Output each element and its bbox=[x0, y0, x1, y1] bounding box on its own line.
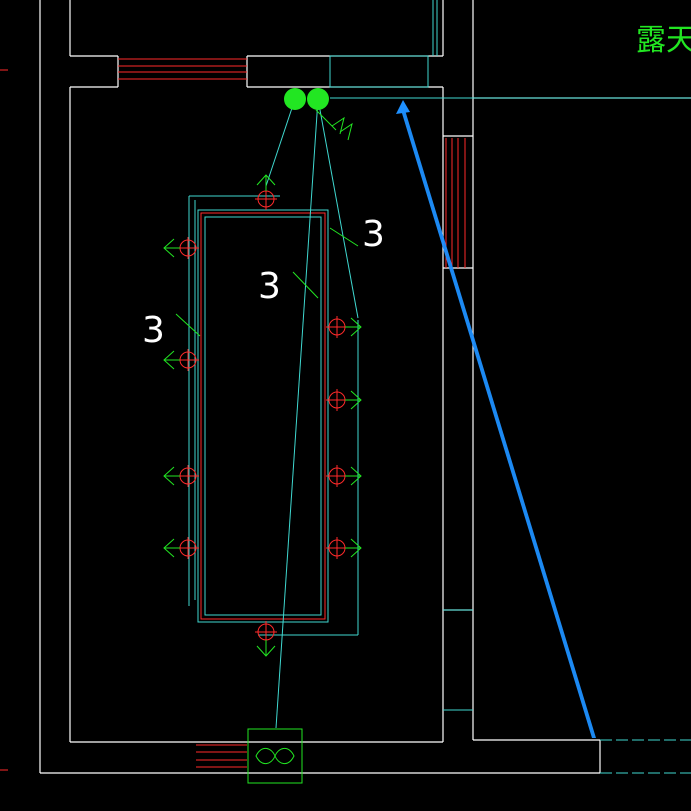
downlight-icon bbox=[325, 388, 362, 412]
downlight-icon bbox=[163, 236, 200, 260]
downlight-icon bbox=[163, 464, 200, 488]
circuit-mark: 3 bbox=[362, 214, 385, 255]
bottom-window bbox=[196, 744, 247, 768]
downlight-icon bbox=[254, 620, 278, 657]
cable-runs bbox=[265, 98, 359, 729]
downlight-icon bbox=[254, 174, 278, 211]
central-panel bbox=[188, 195, 359, 636]
downlight-icon bbox=[325, 464, 362, 488]
walls bbox=[39, 0, 691, 774]
cyan-frames bbox=[329, 0, 691, 774]
circuit-mark: 3 bbox=[258, 266, 281, 307]
downlights-left bbox=[163, 236, 200, 560]
downlight-icon bbox=[163, 536, 200, 560]
downlight-icon bbox=[163, 348, 200, 372]
downlight-icon bbox=[325, 536, 362, 560]
downlight-icon bbox=[325, 315, 362, 339]
circuit-mark: 3 bbox=[142, 310, 165, 351]
area-label: 露天 bbox=[636, 23, 691, 58]
circuit-ticks bbox=[175, 109, 359, 337]
downlights-right bbox=[325, 315, 362, 560]
junction-box-icon bbox=[284, 88, 306, 110]
junction-box-icon bbox=[307, 88, 329, 110]
right-window bbox=[445, 138, 466, 268]
pointer-arrow-icon bbox=[396, 100, 596, 738]
top-window bbox=[118, 58, 247, 80]
exhaust-fan-icon bbox=[247, 728, 303, 784]
